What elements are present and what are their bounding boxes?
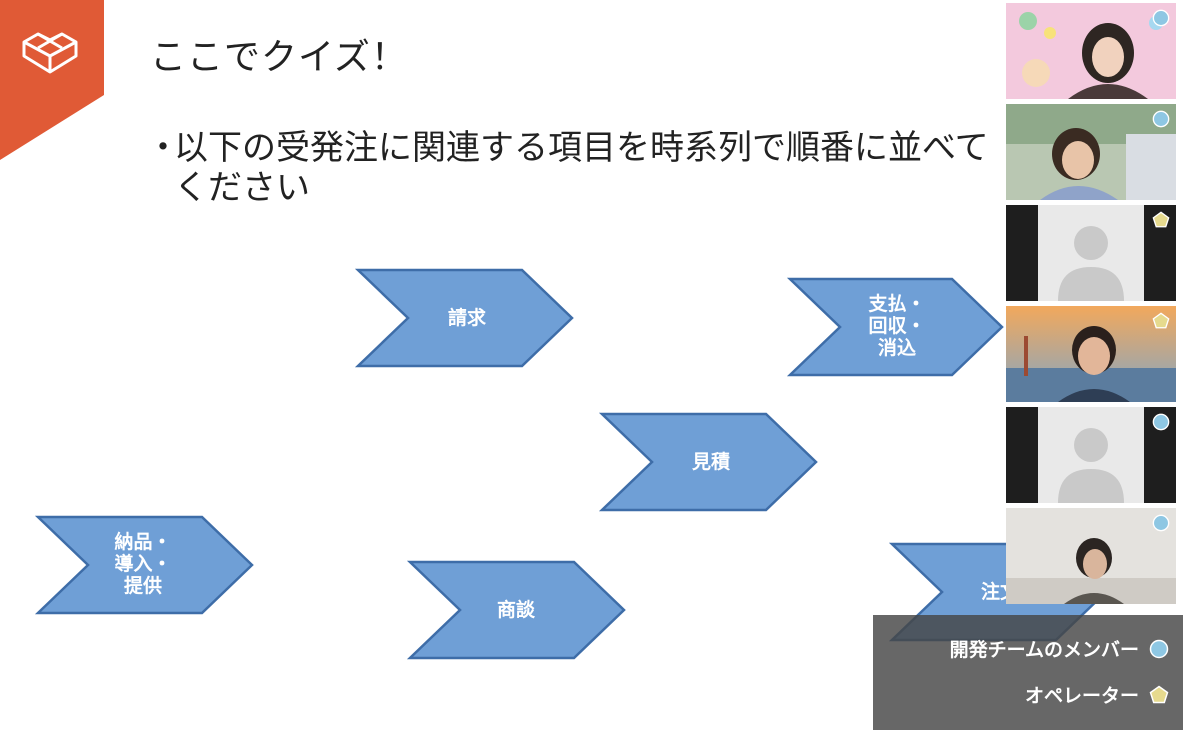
participant-tile[interactable] bbox=[1006, 508, 1176, 604]
participant-video bbox=[1006, 3, 1176, 99]
quiz-instruction: ・ 以下の受発注に関連する項目を時系列で順番に並べてください bbox=[146, 128, 1016, 218]
operator-marker-icon bbox=[1152, 312, 1170, 329]
chevron-label-shodan: 商談 bbox=[496, 599, 536, 621]
chevron-shodan[interactable] bbox=[406, 560, 626, 660]
chevron-shiharai[interactable] bbox=[786, 277, 1004, 377]
instruction-text: 以下の受発注に関連する項目を時系列で順番に並べてください bbox=[174, 128, 989, 208]
participant-video-column bbox=[1006, 3, 1176, 609]
developer-marker-icon bbox=[1149, 639, 1169, 658]
chevron-label-shiharai: 支払・ 回収・ 消込 bbox=[868, 293, 926, 359]
operator-marker-icon bbox=[1149, 685, 1169, 703]
brand-logo bbox=[0, 0, 104, 160]
participant-avatar bbox=[1006, 407, 1176, 503]
participant-tile[interactable] bbox=[1006, 104, 1176, 200]
chevron-label-seikyu: 請求 bbox=[447, 307, 487, 329]
participant-video bbox=[1006, 306, 1176, 402]
chevron-label-mitsumori: 見積 bbox=[691, 451, 731, 473]
developer-marker-icon bbox=[1152, 110, 1170, 128]
chevron-label-nohin: 納品・ 導入・ 提供 bbox=[114, 531, 172, 597]
participant-video bbox=[1006, 104, 1176, 200]
operator-marker-icon bbox=[1152, 211, 1170, 228]
legend-operator-label: オペレーター bbox=[1024, 685, 1139, 707]
participant-tile[interactable] bbox=[1006, 3, 1176, 99]
developer-marker-icon bbox=[1152, 9, 1170, 27]
developer-marker-icon bbox=[1152, 413, 1170, 431]
chevron-seikyu[interactable] bbox=[354, 268, 574, 368]
participant-tile[interactable] bbox=[1006, 205, 1176, 301]
legend-operator: オペレーター bbox=[1025, 681, 1169, 708]
legend-developer-label: 開発チームのメンバー bbox=[949, 639, 1139, 661]
participant-tile[interactable] bbox=[1006, 306, 1176, 402]
chevron-nohin[interactable] bbox=[34, 515, 254, 615]
participant-tile[interactable] bbox=[1006, 407, 1176, 503]
role-legend: 開発チームのメンバー オペレーター bbox=[873, 615, 1183, 730]
chevron-mitsumori[interactable] bbox=[598, 412, 818, 512]
participant-video bbox=[1006, 508, 1176, 604]
developer-marker-icon bbox=[1152, 514, 1170, 532]
participant-avatar bbox=[1006, 205, 1176, 301]
slide-title: ここでクイズ！ bbox=[150, 37, 408, 78]
legend-developer: 開発チームのメンバー bbox=[950, 635, 1169, 662]
